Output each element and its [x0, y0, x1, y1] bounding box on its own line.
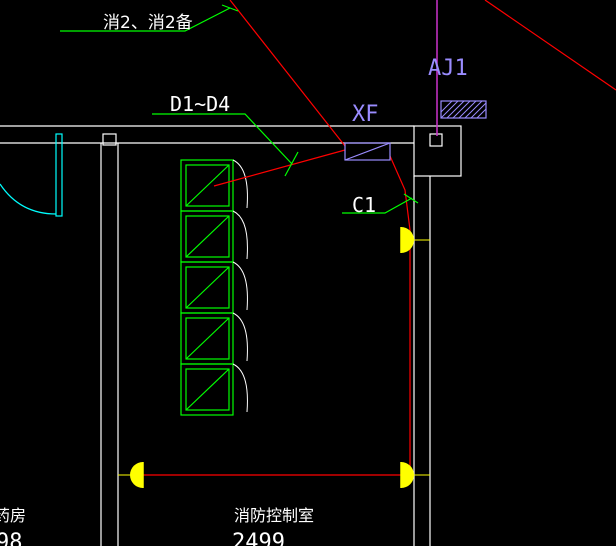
label-room-left-number: 98	[0, 530, 23, 546]
leader-c1	[342, 197, 413, 214]
label-aj1: AJ1	[428, 56, 468, 81]
cabinet-door-swings	[232, 159, 248, 413]
label-detectors: D1~D4	[170, 92, 230, 116]
wire-to-cabinets	[213, 149, 346, 187]
aj1-symbol	[440, 100, 487, 119]
lamp-bottom-left	[118, 462, 144, 488]
leaders	[60, 4, 419, 214]
equipment-cabinets	[180, 159, 234, 416]
label-room-left: 药房	[0, 506, 26, 525]
lamp-top-right	[400, 227, 430, 253]
door-swing-arc	[0, 183, 57, 215]
cabinet-2	[180, 210, 234, 263]
label-top-note: 消2、消2备	[103, 13, 193, 33]
leader-top-note	[60, 7, 231, 32]
lamp-bottom-right	[400, 462, 430, 488]
wire-right-vertical	[389, 155, 411, 475]
lamps	[118, 227, 430, 488]
label-c1: C1	[352, 193, 376, 217]
leader-detectors	[152, 113, 293, 165]
label-room-main: 消防控制室	[234, 506, 314, 525]
xf-device	[344, 142, 391, 161]
door-leaf	[55, 133, 63, 217]
walls	[0, 125, 462, 546]
wire-top-right	[484, 0, 616, 91]
wire-from-top	[229, 0, 346, 147]
cabinet-5	[180, 363, 234, 416]
label-xf: XF	[352, 102, 379, 127]
door	[0, 133, 63, 217]
label-room-main-number: 2499	[232, 530, 285, 546]
wiring	[136, 0, 616, 476]
column-right-inner	[429, 133, 443, 147]
column-left	[102, 133, 117, 146]
